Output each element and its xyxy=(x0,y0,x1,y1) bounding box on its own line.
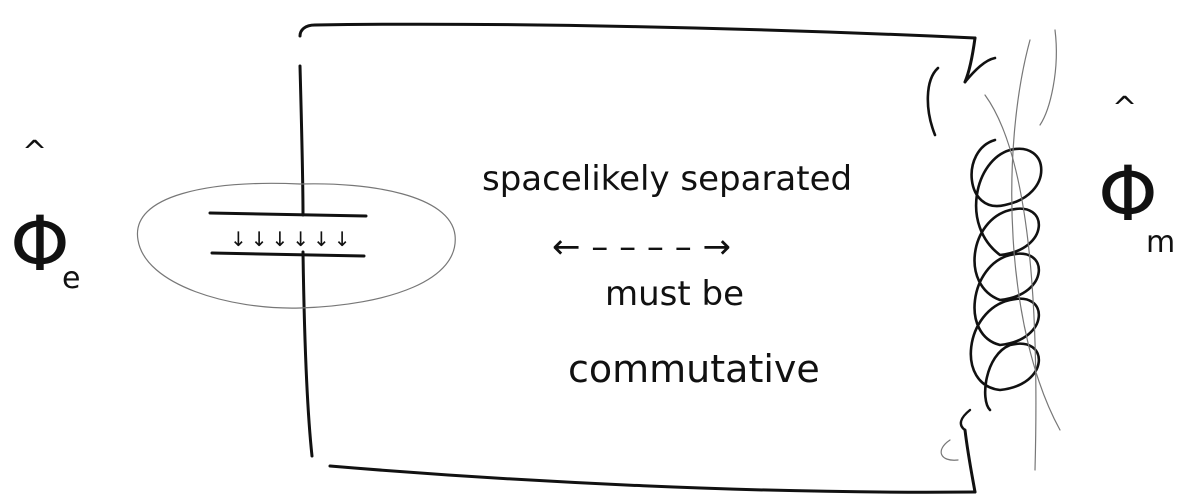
coil-windings xyxy=(971,140,1041,410)
circuit-left-lower-wire xyxy=(303,252,312,456)
phi-e-symbol: Φ xyxy=(10,199,70,288)
coil-flux-line-2 xyxy=(1040,30,1056,125)
phi-m-hat: ^ xyxy=(1112,91,1137,126)
circuit-right-lower-wire xyxy=(965,430,975,492)
solenoid xyxy=(928,30,1060,470)
phi-e-hat: ^ xyxy=(22,135,47,170)
coil-lead-top xyxy=(928,68,938,135)
capacitor-bottom-plate xyxy=(212,253,364,256)
relation-text-line1: spacelikely separated xyxy=(482,159,852,199)
phi-e-subscript: e xyxy=(62,261,80,296)
circuit-left-upper-wire xyxy=(300,66,303,215)
coil-flux-line-3 xyxy=(941,440,958,460)
phi-e-label: ^ Φ e xyxy=(10,135,80,296)
electric-field-arrows: ↓↓↓↓↓↓ xyxy=(230,227,355,251)
capacitor-top-plate xyxy=(210,213,366,216)
coil-lead-bottom xyxy=(961,410,970,430)
circuit-bottom-wire xyxy=(330,466,975,492)
relation-text-line2: must be xyxy=(605,274,744,314)
bidirectional-dashed-arrow: ← – – – – → xyxy=(552,227,731,267)
relation-text-line3: commutative xyxy=(568,347,820,391)
relation-annotation: spacelikely separated ← – – – – → must b… xyxy=(482,159,852,391)
phi-m-label: ^ Φ m xyxy=(1098,91,1175,260)
phi-m-subscript: m xyxy=(1146,225,1175,260)
capacitor: ↓↓↓↓↓↓ xyxy=(137,183,455,308)
circuit-top-wire xyxy=(300,24,975,38)
